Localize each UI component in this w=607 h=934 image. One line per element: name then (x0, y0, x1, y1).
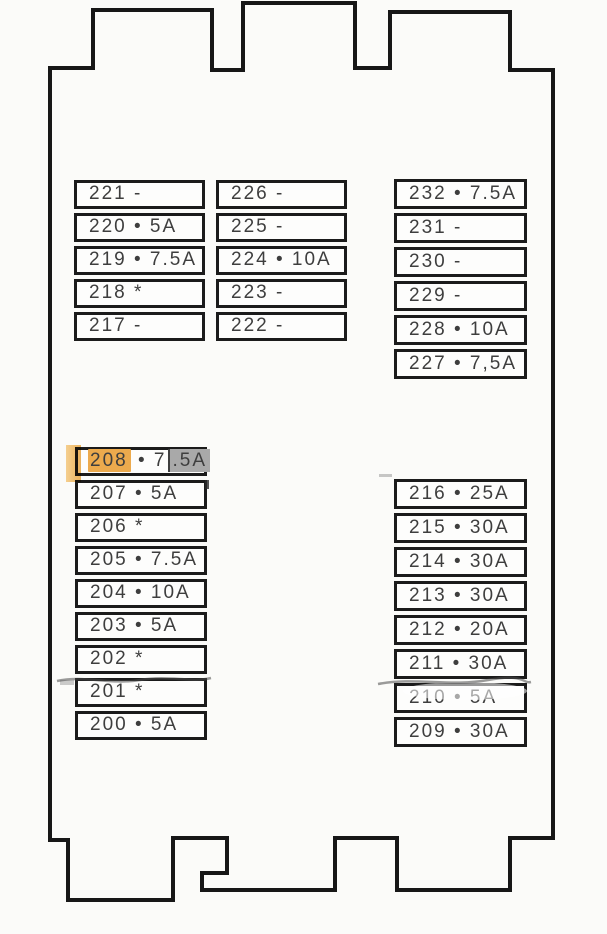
fuse-slot-216: 216 • 25A (394, 479, 527, 509)
fuse-slot-label: 200 • 5A (90, 714, 179, 735)
highlighter-mark (66, 445, 81, 482)
fuse-slot-label: 228 • 10A (409, 318, 510, 340)
fuse-slot-213: 213 • 30A (394, 581, 527, 611)
fuse-slot-210: 210 • 5A (394, 683, 527, 713)
fuse-slot-label: 231 - (409, 216, 463, 238)
fuse-slot-label: 226 - (231, 183, 285, 204)
fuse-slot-203: 203 • 5A (75, 612, 207, 641)
fuse-slot-214: 214 • 30A (394, 547, 527, 577)
fuse-slot-label: 213 • 30A (409, 584, 510, 606)
fuse-slot-label: 222 - (231, 315, 285, 336)
fuse-slot-227: 227 • 7,5A (394, 349, 527, 379)
fuse-group-top-right: 232 • 7.5A 231 - 230 - 229 - 228 • 10A 227 • … (394, 179, 527, 383)
fuse-slot-label: 210 • 5A (409, 686, 498, 708)
fuse-slot-224: 224 • 10A (216, 246, 347, 275)
fuse-slot-label: 232 • 7.5A (409, 182, 517, 204)
fuse-slot-label: 216 • 25A (409, 482, 510, 504)
fuse-slot-label: 205 • 7.5A (90, 549, 198, 570)
fuse-slot-223: 223 - (216, 279, 347, 308)
fuse-slot-label: 221 - (89, 183, 143, 204)
fuse-slot-label: 208 • 7.5A (88, 449, 211, 472)
fuse-slot-217: 217 - (74, 312, 205, 341)
highlighted-slot-number: 208 (88, 449, 131, 472)
fuse-group-top-middle: 226 - 225 - 224 • 10A 223 - 222 - (216, 180, 347, 345)
fuse-slot-232: 232 • 7.5A (394, 179, 527, 209)
fuse-slot-212: 212 • 20A (394, 615, 527, 645)
fuse-slot-206: 206 * (75, 513, 207, 542)
fuse-slot-label: 209 • 30A (409, 720, 510, 742)
fuse-group-bottom-right: 216 • 25A 215 • 30A 214 • 30A 213 • 30A 212 … (394, 479, 527, 751)
fuse-group-top-left: 221 - 220 • 5A 219 • 7.5A 218 * 217 - (74, 180, 205, 345)
fuse-slot-label: 227 • 7,5A (409, 352, 517, 374)
fuse-slot-209: 209 • 30A (394, 717, 527, 747)
fuse-slot-226: 226 - (216, 180, 347, 209)
fuse-slot-label: 214 • 30A (409, 550, 510, 572)
fuse-slot-204: 204 • 10A (75, 579, 207, 608)
fuse-slot-label: 201 * (90, 681, 145, 702)
fuse-slot-218: 218 * (74, 279, 205, 308)
fuse-slot-200: 200 • 5A (75, 711, 207, 740)
fuse-slot-215: 215 • 30A (394, 513, 527, 543)
fuse-slot-label: 219 • 7.5A (89, 249, 197, 270)
fuse-slot-201: 201 * (75, 678, 207, 707)
fuse-slot-220: 220 • 5A (74, 213, 205, 242)
fuse-slot-label: 220 • 5A (89, 216, 178, 237)
fuse-slot-label: 230 - (409, 250, 463, 272)
fuse-slot-222: 222 - (216, 312, 347, 341)
fuse-slot-228: 228 • 10A (394, 315, 527, 345)
fuse-slot-label: 203 • 5A (90, 615, 179, 636)
fuse-slot-label: 207 • 5A (90, 483, 179, 504)
fuse-slot-label: 224 • 10A (231, 249, 332, 270)
fuse-slot-221: 221 - (74, 180, 205, 209)
fuse-slot-225: 225 - (216, 213, 347, 242)
fuse-slot-label: 225 - (231, 216, 285, 237)
fuse-slot-211: 211 • 30A (394, 649, 527, 679)
fuse-slot-label: 218 * (89, 282, 144, 303)
fuse-slot-label: 211 • 30A (409, 652, 509, 674)
fuse-slot-229: 229 - (394, 281, 527, 311)
fuse-group-bottom-left: 208 • 7.5A 207 • 5A 206 * 205 • 7.5A 204 • 1… (66, 445, 211, 744)
fuse-slot-230: 230 - (394, 247, 527, 277)
fuse-slot-208: 208 • 7.5A (66, 445, 211, 482)
smudged-amperage-text: .5A (168, 449, 211, 472)
fuse-slot-231: 231 - (394, 213, 527, 243)
fuse-slot-label: 204 • 10A (90, 582, 191, 603)
fuse-slot-label: 223 - (231, 282, 285, 303)
fuse-slot-label: 215 • 30A (409, 516, 510, 538)
fuse-slot-207: 207 • 5A (75, 480, 207, 509)
fuse-slot-label: 212 • 20A (409, 618, 510, 640)
fuse-slot-205: 205 • 7.5A (75, 546, 207, 575)
fuse-slot-label: 217 - (89, 315, 143, 336)
fuse-slot-219: 219 • 7.5A (74, 246, 205, 275)
fuse-slot-label: 206 * (90, 516, 145, 537)
fuse-slot-202: 202 * (75, 645, 207, 674)
fuse-slot-label: 229 - (409, 284, 463, 306)
fuse-slot-label: 202 * (90, 648, 145, 669)
